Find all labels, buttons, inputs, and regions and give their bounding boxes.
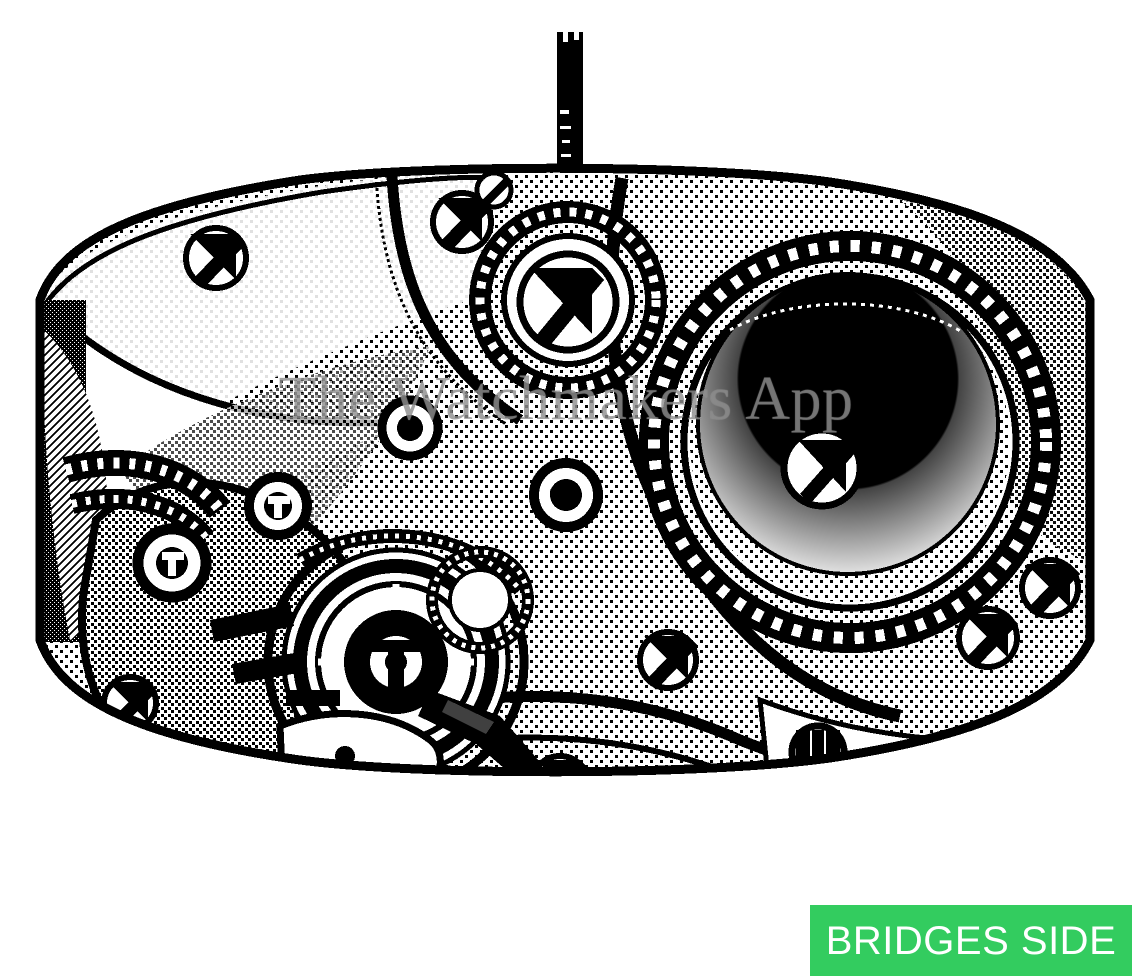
barrel-arbor-screw xyxy=(780,426,864,510)
jewel-setting-center xyxy=(529,458,603,532)
jewel-setting-small xyxy=(244,472,312,540)
bridges-side-label: BRIDGES SIDE xyxy=(825,918,1117,963)
bridges-side-banner: BRIDGES SIDE xyxy=(810,905,1132,976)
crown-wheel-screw xyxy=(516,250,620,354)
barrel-bridge-screw xyxy=(183,225,249,291)
jewel-setting-left xyxy=(377,395,443,461)
balance-cock-jewel xyxy=(132,523,212,603)
crown-wheel xyxy=(469,201,667,399)
mainspring-barrel-wheel xyxy=(639,231,1061,653)
right-edge-screw-upper xyxy=(1019,557,1081,619)
train-wheel-bridge-screw xyxy=(637,629,699,691)
train-bridge-screw-top xyxy=(430,190,494,254)
right-edge-screw-lower xyxy=(956,606,1020,670)
winding-stem xyxy=(557,30,583,180)
small-top-screw xyxy=(474,170,514,210)
